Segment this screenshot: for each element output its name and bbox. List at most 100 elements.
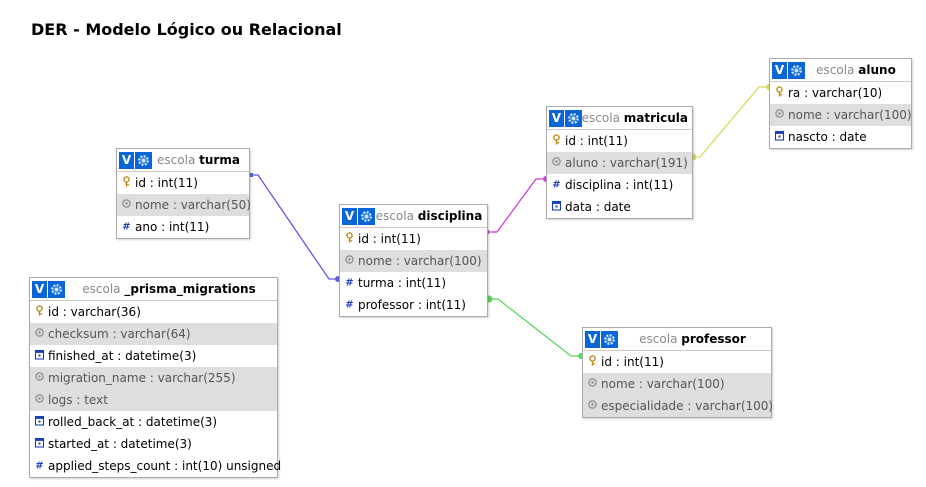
column-definition: started_at : datetime(3) <box>48 437 192 451</box>
table-column-row[interactable]: nome : varchar(100) <box>583 373 771 395</box>
index-icon <box>34 327 48 341</box>
index-icon <box>774 108 788 122</box>
date-icon <box>551 200 565 214</box>
svg-text:#: # <box>35 461 43 472</box>
svg-text:#: # <box>122 222 130 233</box>
table-schema: escola <box>82 282 121 296</box>
table-schema: escola <box>639 332 678 346</box>
table-schema: escola <box>816 63 855 77</box>
table-column-row[interactable]: id : int(11) <box>340 228 487 250</box>
table-column-row[interactable]: # applied_steps_count : int(10) unsigned <box>30 455 281 477</box>
table-name: disciplina <box>417 209 483 223</box>
table-column-row[interactable]: id : int(11) <box>117 172 249 194</box>
primary-key-icon <box>34 305 48 319</box>
gear-icon[interactable] <box>601 330 618 348</box>
column-definition: especialidade : varchar(100) <box>601 399 774 413</box>
table-column-row[interactable]: data : date <box>547 196 692 218</box>
toggle-view-button[interactable]: V <box>585 330 600 348</box>
table-title: escola matricula <box>582 111 692 125</box>
table-column-row[interactable]: #professor : int(11) <box>340 294 487 316</box>
table-name: aluno <box>858 63 896 77</box>
column-definition: checksum : varchar(64) <box>48 327 191 341</box>
toggle-view-button[interactable]: V <box>772 61 787 79</box>
gear-icon[interactable] <box>358 207 375 225</box>
date-icon <box>34 437 48 451</box>
toggle-view-button[interactable]: V <box>549 109 564 127</box>
table-column-row[interactable]: #turma : int(11) <box>340 272 487 294</box>
date-icon <box>34 349 48 363</box>
table-column-row[interactable]: id : int(11) <box>583 351 771 373</box>
table-title: escola _prisma_migrations <box>65 282 277 296</box>
numeric-icon: # <box>34 459 48 473</box>
table-name: professor <box>681 332 746 346</box>
table-column-row[interactable]: migration_name : varchar(255) <box>30 367 277 389</box>
column-definition: id : int(11) <box>565 134 628 148</box>
column-definition: nome : varchar(50) <box>135 198 251 212</box>
table-column-row[interactable]: especialidade : varchar(100) <box>583 395 774 417</box>
table-column-row[interactable]: nome : varchar(50) <box>117 194 251 216</box>
index-icon <box>344 254 358 268</box>
column-definition: migration_name : varchar(255) <box>48 371 236 385</box>
toggle-view-button[interactable]: V <box>119 151 134 169</box>
numeric-icon: # <box>121 220 135 234</box>
table-column-row[interactable]: # ano : int(11) <box>117 216 249 238</box>
svg-text:#: # <box>345 278 353 289</box>
table-column-row[interactable]: id : int(11) <box>547 130 692 152</box>
gear-icon[interactable] <box>48 280 65 298</box>
table-title: escola disciplina <box>375 209 487 223</box>
table-column-row[interactable]: ra : varchar(10) <box>770 82 911 104</box>
index-icon <box>587 377 601 391</box>
column-definition: id : varchar(36) <box>48 305 141 319</box>
table-column-row[interactable]: id : varchar(36) <box>30 301 277 323</box>
gear-icon[interactable] <box>564 109 582 127</box>
column-definition: logs : text <box>48 393 108 407</box>
primary-key-icon <box>551 134 565 148</box>
table-column-row[interactable]: nome : varchar(100) <box>770 104 912 126</box>
table-column-row[interactable]: aluno : varchar(191) <box>547 152 692 174</box>
table-column-row[interactable]: nome : varchar(100) <box>340 250 487 272</box>
index-icon <box>34 393 48 407</box>
date-icon <box>774 130 788 144</box>
page-title: DER - Modelo Lógico ou Relacional <box>31 20 342 39</box>
column-definition: nome : varchar(100) <box>358 254 482 268</box>
column-definition: nome : varchar(100) <box>601 377 725 391</box>
table-column-row[interactable]: rolled_back_at : datetime(3) <box>30 411 277 433</box>
table-column-row[interactable]: finished_at : datetime(3) <box>30 345 277 367</box>
table-column-row[interactable]: started_at : datetime(3) <box>30 433 277 455</box>
table-title: escola professor <box>618 332 771 346</box>
column-definition: id : int(11) <box>358 232 421 246</box>
primary-key-icon <box>774 86 788 100</box>
column-definition: nascto : date <box>788 130 867 144</box>
relation-turma-disciplina <box>249 173 341 282</box>
column-definition: rolled_back_at : datetime(3) <box>48 415 218 429</box>
numeric-icon: # <box>344 298 358 312</box>
toggle-view-button[interactable]: V <box>342 207 357 225</box>
column-definition: aluno : varchar(191) <box>565 156 688 170</box>
table-column-row[interactable]: checksum : varchar(64) <box>30 323 277 345</box>
gear-icon[interactable] <box>788 61 805 79</box>
column-definition: applied_steps_count : int(10) unsigned <box>48 459 282 473</box>
table-name: _prisma_migrations <box>124 282 256 296</box>
primary-key-icon <box>121 176 135 190</box>
toggle-view-button[interactable]: V <box>32 280 47 298</box>
table-column-row[interactable]: nascto : date <box>770 126 911 148</box>
column-definition: ano : int(11) <box>135 220 210 234</box>
gear-icon[interactable] <box>135 151 152 169</box>
table-column-row[interactable]: logs : text <box>30 389 277 411</box>
index-icon <box>121 198 135 212</box>
column-definition: professor : int(11) <box>358 298 466 312</box>
table-schema: escola <box>157 153 196 167</box>
table-column-row[interactable]: #disciplina : int(11) <box>547 174 692 196</box>
